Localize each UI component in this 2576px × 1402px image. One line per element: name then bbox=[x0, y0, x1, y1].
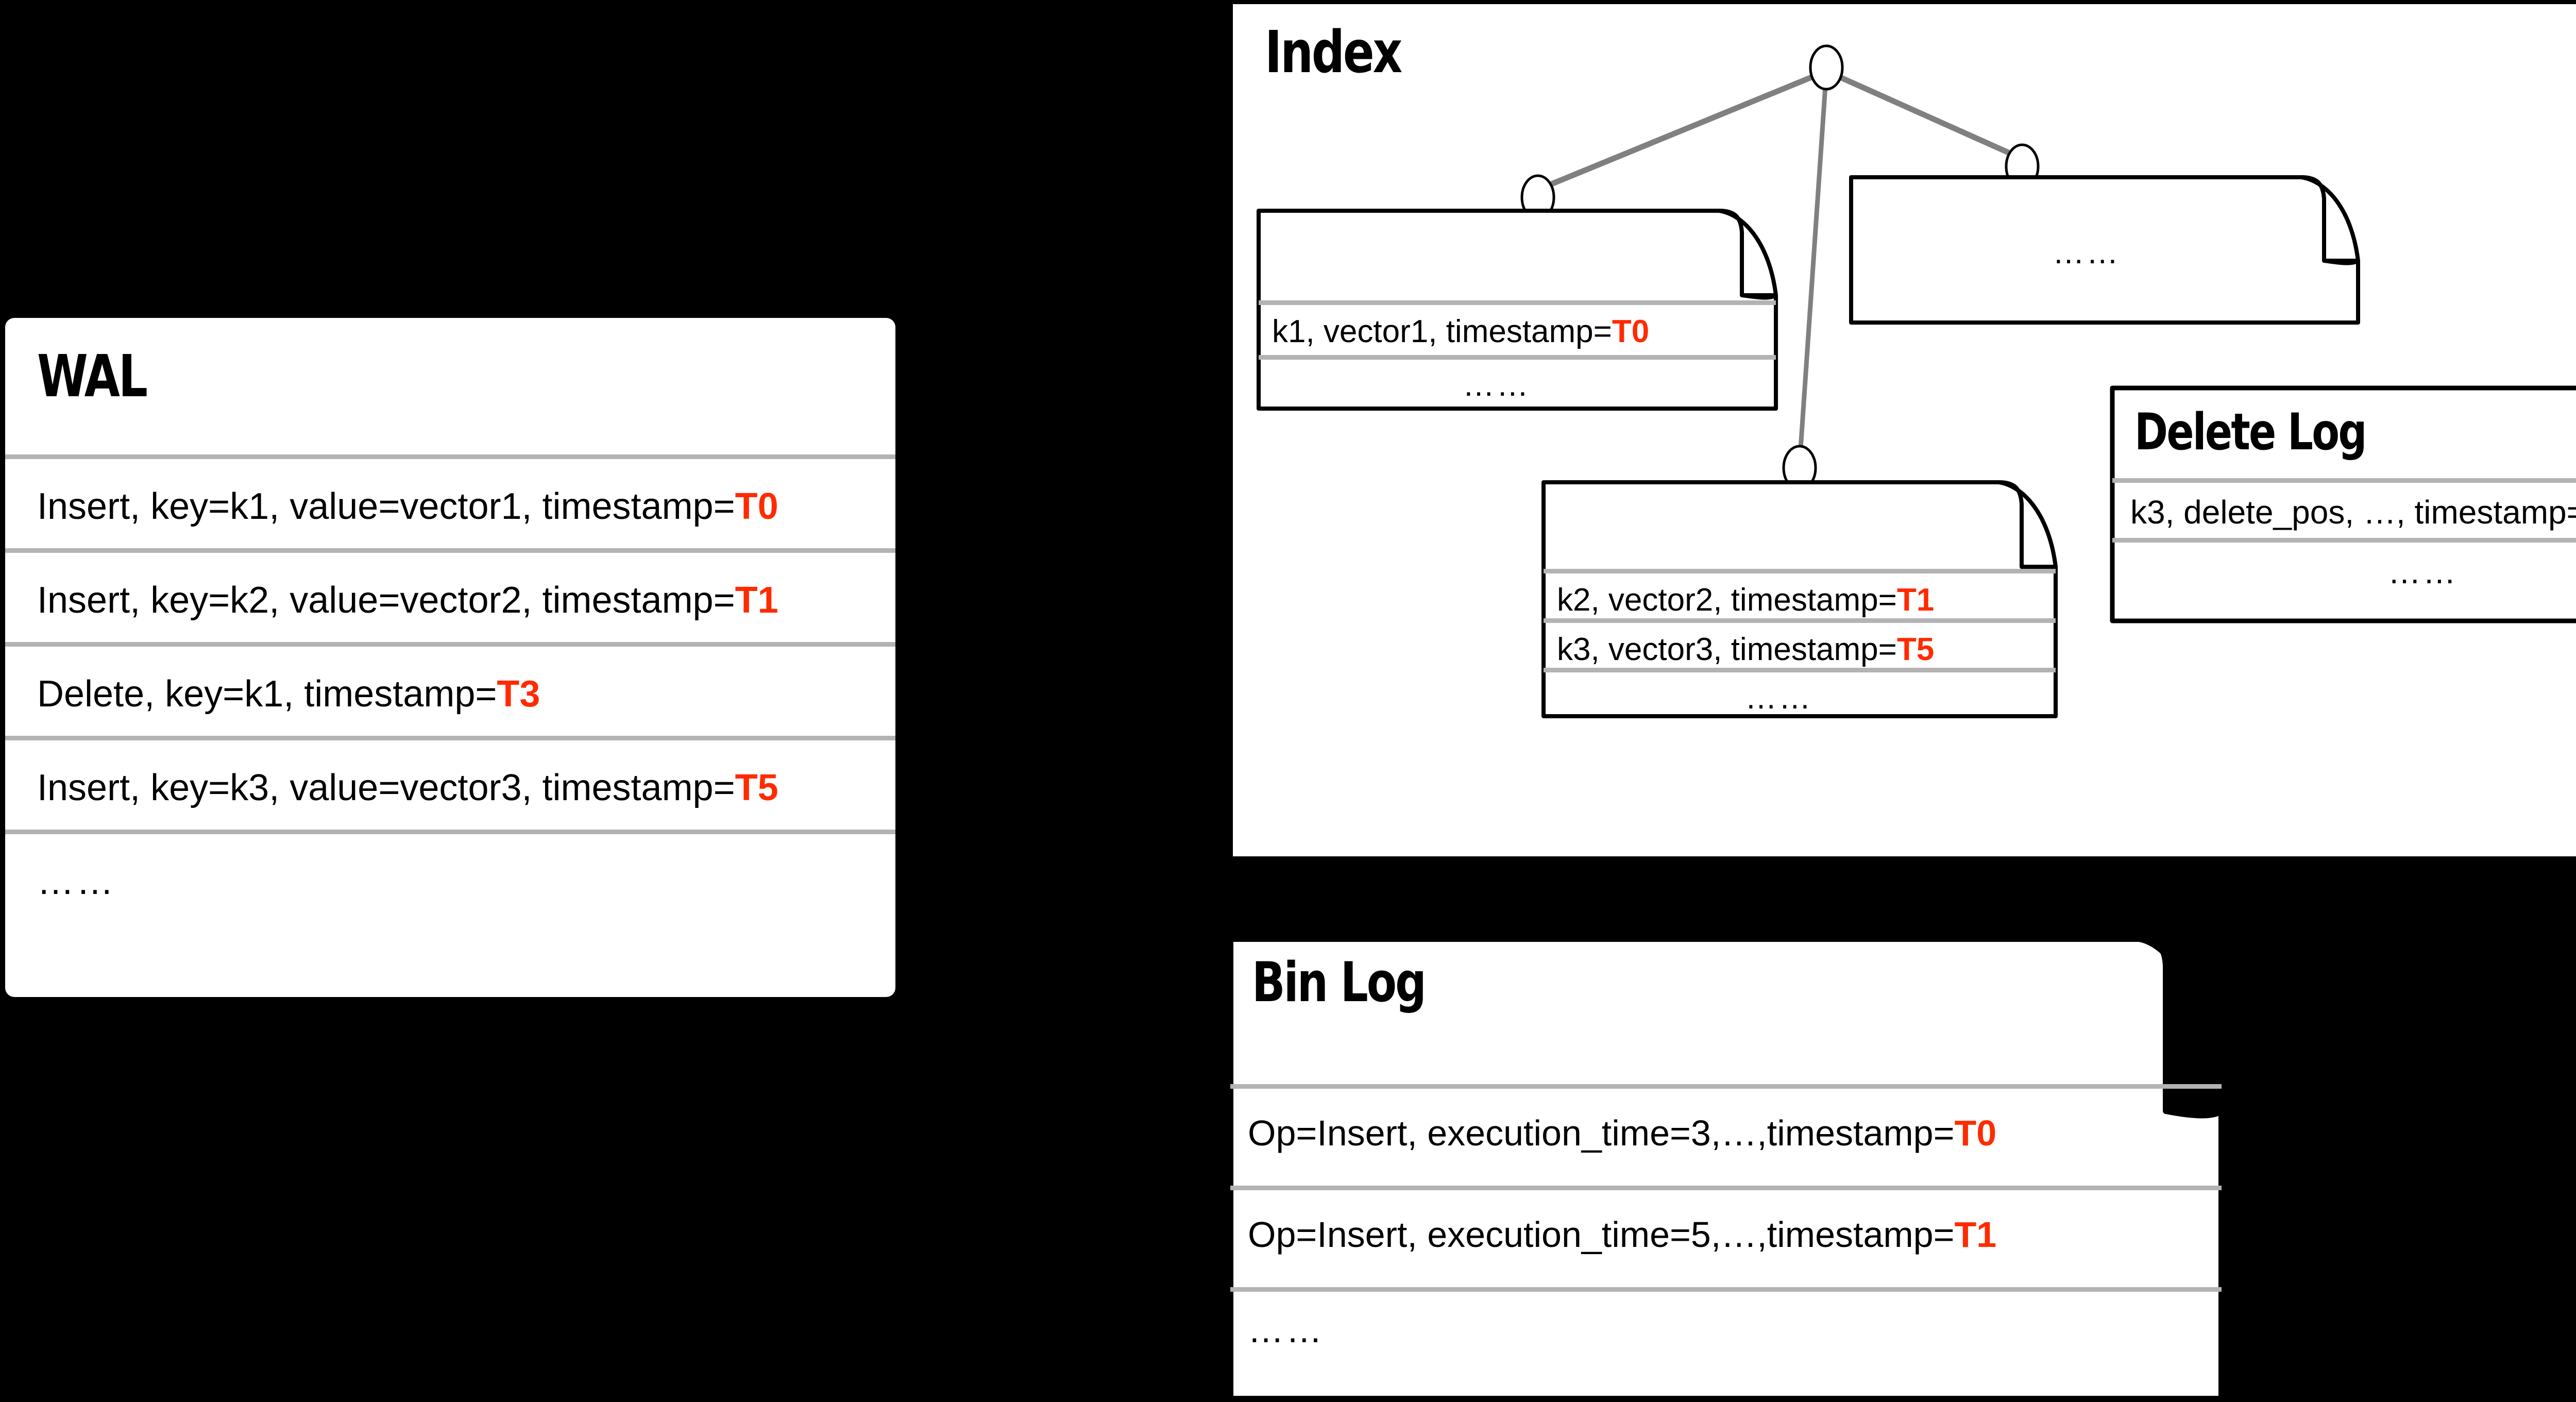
wal-row-1: Insert, key=k2, value=vector2, timestamp… bbox=[37, 582, 778, 619]
delete-log-separator bbox=[2112, 538, 2576, 543]
bin-log-separator bbox=[1230, 1084, 2222, 1089]
index-node-more: …… bbox=[1849, 175, 2360, 325]
index-node-k2-k3-row-1: k3, vector3, timestamp=T5 bbox=[1557, 634, 1934, 666]
bin-log-separator bbox=[1230, 1186, 2222, 1190]
index-node-k2-k3-row-0-text: k2, vector2, timestamp= bbox=[1557, 582, 1897, 618]
wal-separator bbox=[5, 736, 895, 740]
node-separator bbox=[1544, 668, 2056, 672]
delete-log-separator bbox=[2112, 478, 2576, 483]
delete-log-row-0-text: k3, delete_pos, …, timestamp= bbox=[2130, 494, 2576, 531]
index-node-k2-k3: k2, vector2, timestamp=T1 k3, vector3, t… bbox=[1541, 480, 2058, 718]
bin-log-ellipsis: …… bbox=[1248, 1310, 1325, 1350]
index-node-k2-k3-row-1-text: k3, vector3, timestamp= bbox=[1557, 632, 1897, 667]
delete-log-title: Delete Log bbox=[2134, 403, 2367, 462]
wal-separator bbox=[5, 830, 895, 834]
tree-edge-root-middle bbox=[1797, 71, 1829, 464]
wal-row-3-text: Insert, key=k3, value=vector3, timestamp… bbox=[37, 767, 735, 808]
delete-log-ellipsis: …… bbox=[2388, 553, 2458, 590]
bin-log-row-0: Op=Insert, execution_time=3,…,timestamp=… bbox=[1248, 1115, 1996, 1151]
bin-log-row-1: Op=Insert, execution_time=5,…,timestamp=… bbox=[1248, 1217, 1996, 1253]
bin-log-row-0-timestamp: T0 bbox=[1954, 1113, 1997, 1153]
index-title: Index bbox=[1265, 19, 1402, 86]
wal-row-2-text: Delete, key=k1, timestamp= bbox=[37, 673, 497, 715]
wal-separator bbox=[5, 642, 895, 647]
bin-log-panel: Bin Log Op=Insert, execution_time=3,…,ti… bbox=[1227, 936, 2226, 1402]
index-node-k2-k3-row-1-timestamp: T5 bbox=[1896, 632, 1935, 667]
wal-separator bbox=[5, 454, 895, 459]
document-shape-icon bbox=[1227, 936, 2225, 1402]
bin-log-row-1-text: Op=Insert, execution_time=5,…,timestamp= bbox=[1248, 1214, 1955, 1255]
index-node-k1-row-0-timestamp: T0 bbox=[1612, 314, 1650, 349]
index-node-k1-row-0-text: k1, vector1, timestamp= bbox=[1272, 314, 1612, 349]
wal-panel: WAL Insert, key=k1, value=vector1, times… bbox=[5, 318, 895, 997]
index-node-k2-k3-row-0: k2, vector2, timestamp=T1 bbox=[1557, 584, 1934, 616]
index-node-k1: k1, vector1, timestamp=T0 …… bbox=[1257, 209, 1778, 411]
index-node-k2-k3-row-0-timestamp: T1 bbox=[1896, 582, 1935, 618]
wal-row-1-text: Insert, key=k2, value=vector2, timestamp… bbox=[37, 580, 735, 621]
index-panel: Index k1, vector1, timestamp=T0 bbox=[1233, 4, 2576, 856]
bin-log-row-1-timestamp: T1 bbox=[1954, 1214, 1997, 1255]
bin-log-separator bbox=[1230, 1287, 2222, 1292]
wal-row-0: Insert, key=k1, value=vector1, timestamp… bbox=[37, 488, 778, 525]
index-node-k1-row-0: k1, vector1, timestamp=T0 bbox=[1272, 316, 1649, 348]
wal-row-1-timestamp: T1 bbox=[735, 580, 778, 621]
index-node-k1-ellipsis: …… bbox=[1463, 367, 1531, 403]
tree-edge-root-right bbox=[1825, 68, 2024, 162]
bin-log-title: Bin Log bbox=[1252, 951, 1427, 1014]
index-node-k2-k3-ellipsis: …… bbox=[1745, 680, 1813, 716]
node-separator bbox=[1259, 300, 1776, 305]
wal-row-3-timestamp: T5 bbox=[735, 767, 778, 808]
document-shape-icon bbox=[2110, 385, 2576, 623]
tree-root-node-circle bbox=[1809, 44, 1844, 91]
wal-separator bbox=[5, 548, 895, 553]
node-separator bbox=[1259, 355, 1776, 360]
tree-edge-root-left bbox=[1536, 68, 1828, 193]
wal-row-2-timestamp: T3 bbox=[497, 673, 540, 715]
node-separator bbox=[1544, 569, 2056, 573]
wal-row-0-text: Insert, key=k1, value=vector1, timestamp… bbox=[37, 486, 735, 527]
delete-log-panel: Delete Log k3, delete_pos, …, timestamp=… bbox=[2110, 385, 2576, 623]
index-node-more-ellipsis: …… bbox=[2053, 235, 2121, 271]
document-shape-icon bbox=[1541, 480, 2058, 718]
wal-ellipsis: …… bbox=[37, 861, 116, 902]
delete-log-row-0: k3, delete_pos, …, timestamp=T3 bbox=[2130, 496, 2576, 529]
wal-row-3: Insert, key=k3, value=vector3, timestamp… bbox=[37, 769, 778, 806]
document-shape-icon bbox=[1849, 175, 2360, 325]
wal-row-0-timestamp: T0 bbox=[735, 486, 778, 527]
wal-title: WAL bbox=[37, 343, 148, 410]
node-separator bbox=[1544, 618, 2056, 623]
bin-log-row-0-text: Op=Insert, execution_time=3,…,timestamp= bbox=[1248, 1113, 1955, 1153]
wal-row-2: Delete, key=k1, timestamp=T3 bbox=[37, 675, 540, 713]
